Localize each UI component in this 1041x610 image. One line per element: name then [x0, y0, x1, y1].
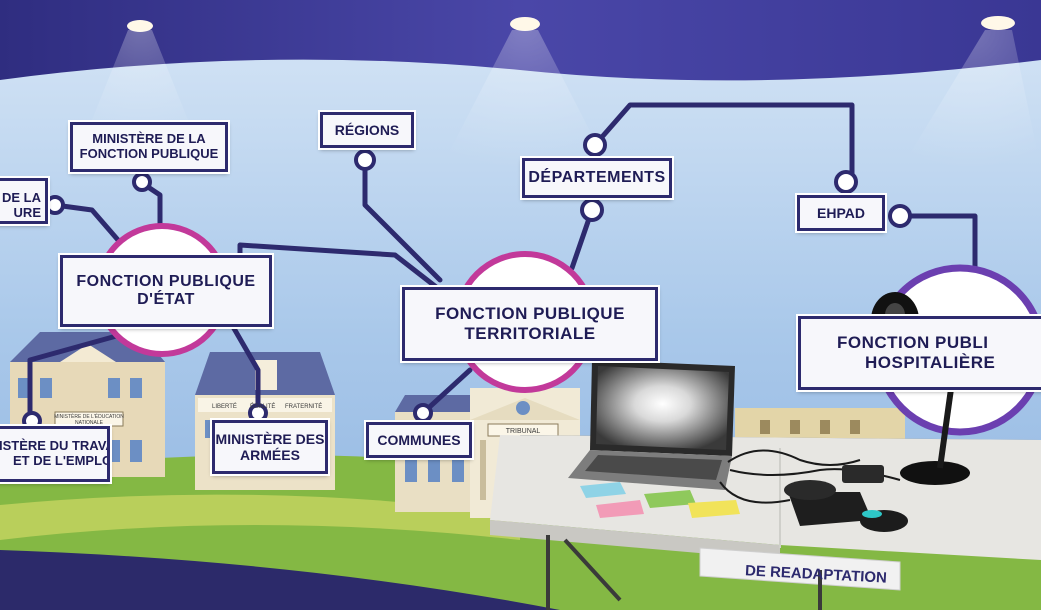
- laptop: [568, 360, 735, 490]
- sign-devise-2: ÉGALITÉ: [250, 403, 275, 410]
- label-departements: DÉPARTEMENTS: [522, 158, 672, 198]
- sign-devise-3: FRATERNITÉ: [285, 403, 322, 410]
- label-fonction-publique-hospitaliere-line-1: FONCTION PUBLI: [837, 333, 989, 353]
- label-ministere-culture: E DE LA URE: [0, 178, 48, 224]
- label-regions: RÉGIONS: [320, 112, 414, 148]
- label-ministere-culture-line-1: E DE LA: [0, 190, 41, 206]
- light-beam-1: [80, 30, 200, 150]
- sign-devise-1: LIBERTÉ: [212, 403, 237, 410]
- label-fonction-publique-hospitaliere-line-2: HOSPITALIÈRE: [865, 353, 996, 372]
- mouse-accent: [862, 510, 882, 518]
- power-adapter: [842, 465, 884, 483]
- label-fonction-publique-etat: FONCTION PUBLIQUE D'ÉTAT: [60, 255, 272, 327]
- label-ehpad: EHPAD: [797, 195, 885, 231]
- label-fonction-publique-territoriale-line-1: FONCTION PUBLIQUE: [435, 304, 625, 324]
- light-beam-2: [440, 30, 610, 170]
- label-fonction-publique-territoriale-line-2: TERRITORIALE: [464, 324, 596, 343]
- label-fonction-publique-hospitaliere: FONCTION PUBLI HOSPITALIÈRE: [798, 316, 1041, 390]
- sign-education-line-1: MINISTÈRE DE L'ÉDUCATION: [54, 413, 124, 420]
- label-communes: COMMUNES: [366, 422, 472, 458]
- light-beam-3: [900, 30, 1041, 170]
- label-ministere-travail-line-1: ISTÈRE DU TRAVAIL: [0, 438, 107, 454]
- paper-notes: [580, 482, 740, 518]
- label-ministere-travail: ISTÈRE DU TRAVAIL ET DE L'EMPLOI: [0, 426, 110, 482]
- desk-phone: [784, 480, 872, 526]
- label-ministere-fonction-publique-line-2: FONCTION PUBLIQUE: [79, 146, 219, 161]
- label-ministere-travail-line-2: ET DE L'EMPLOI: [13, 453, 110, 468]
- label-ministere-fonction-publique-line-1: MINISTÈRE DE LA: [92, 131, 206, 147]
- stage-light-3: [981, 16, 1015, 30]
- stage-light-1: [127, 20, 153, 32]
- label-ministere-armees-line-2: ARMÉES: [240, 447, 300, 463]
- sign-education-line-2: NATIONALE: [75, 420, 104, 426]
- label-ministere-armees: MINISTÈRE DES ARMÉES: [212, 420, 328, 474]
- connector-lines: [27, 102, 978, 423]
- sign-tribunal: TRIBUNAL: [506, 428, 541, 435]
- label-ministere-armees-line-1: MINISTÈRE DES: [215, 430, 325, 447]
- stage-light-2: [510, 17, 540, 31]
- laptop-screen: [596, 366, 729, 450]
- label-fonction-publique-etat-line-1: FONCTION PUBLIQUE: [76, 272, 256, 290]
- label-ministere-fonction-publique: MINISTÈRE DE LA FONCTION PUBLIQUE: [70, 122, 228, 172]
- banner-bottom-band: [0, 550, 560, 610]
- path-ground: [0, 494, 520, 540]
- label-fonction-publique-territoriale: FONCTION PUBLIQUE TERRITORIALE: [402, 287, 658, 361]
- label-fonction-publique-etat-line-2: D'ÉTAT: [137, 291, 195, 308]
- connector-nodes: [22, 133, 912, 431]
- label-ministere-culture-line-2: URE: [13, 205, 41, 221]
